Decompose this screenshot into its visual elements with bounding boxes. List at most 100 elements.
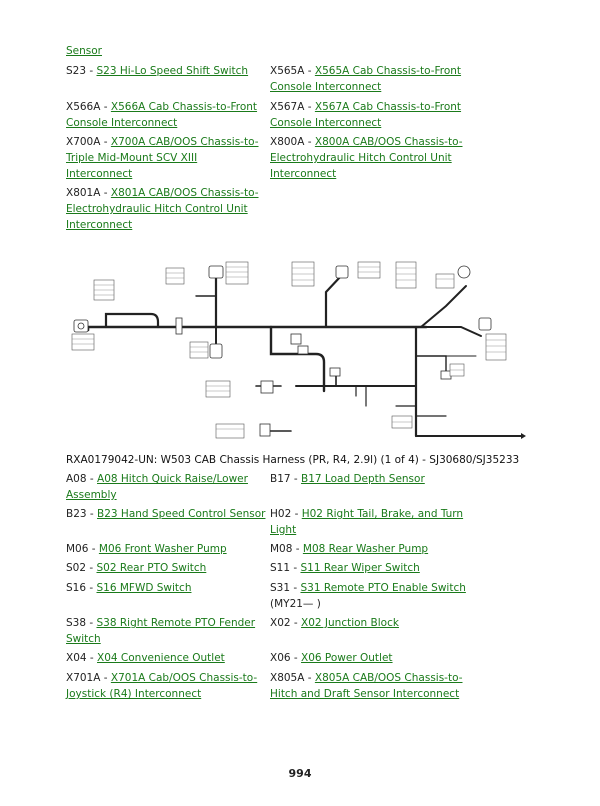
connector-icon (208, 265, 224, 279)
pin-table (93, 279, 115, 301)
entry-link[interactable]: X801A CAB/OOS Chassis-to-Electrohydrauli… (66, 187, 259, 231)
entry-h02: H02 - H02 Right Tail, Brake, and Turn Li… (270, 506, 470, 538)
entry-link[interactable]: H02 Right Tail, Brake, and Turn Light (270, 508, 464, 536)
entry-link[interactable]: M08 Rear Washer Pump (302, 543, 429, 555)
pin-tables (71, 261, 507, 439)
page-number: 994 (288, 767, 312, 780)
connector-icon (175, 317, 183, 335)
entry-b23: B23 - B23 Hand Speed Control Sensor (66, 506, 266, 522)
connector-icon (297, 345, 309, 355)
pin-table (485, 333, 507, 361)
entry-code: X565A - (270, 65, 315, 77)
connector-icon (77, 322, 85, 330)
entry-x800a: X800A - X800A CAB/OOS Chassis-to-Electro… (270, 134, 470, 182)
entry-code: X701A - (66, 672, 111, 684)
entry-code: S16 - (66, 582, 97, 594)
entry-link[interactable]: Sensor (66, 45, 102, 57)
entry-link[interactable]: M06 Front Washer Pump (98, 543, 227, 555)
entry-code: X567A - (270, 101, 315, 113)
pin-table (205, 380, 231, 398)
entry-suffix: (MY21— ) (270, 598, 321, 610)
connector-icon (440, 370, 452, 380)
pin-table (225, 261, 249, 285)
connector-icon (335, 265, 349, 279)
entry-link[interactable]: B23 Hand Speed Control Sensor (97, 508, 266, 520)
entry-code: M08 - (270, 543, 303, 555)
entry-m06: M06 - M06 Front Washer Pump (66, 541, 266, 557)
entry-x04: X04 - X04 Convenience Outlet (66, 650, 266, 666)
pin-table (71, 333, 95, 351)
entry-x567a: X567A - X567A Cab Chassis-to-Front Conso… (270, 99, 470, 131)
entry-code: X566A - (66, 101, 111, 113)
entry-code: X805A - (270, 672, 315, 684)
entry-link[interactable]: X700A CAB/OOS Chassis-to-Triple Mid-Moun… (66, 136, 259, 180)
entry-code: X801A - (66, 187, 111, 199)
entry-link[interactable]: X566A Cab Chassis-to-Front Console Inter… (66, 101, 258, 129)
entry-link[interactable]: X04 Convenience Outlet (97, 652, 225, 664)
entry-x02: X02 - X02 Junction Block (270, 615, 470, 631)
entry-x805a: X805A - X805A CAB/OOS Chassis-to-Hitch a… (270, 670, 470, 702)
entry-code: S02 - (66, 562, 97, 574)
connector-group (73, 265, 492, 437)
connector-icon (209, 343, 223, 359)
entry-code: B23 - (66, 508, 98, 520)
entry-b17: B17 - B17 Load Depth Sensor (270, 471, 470, 487)
entry-link[interactable]: X567A Cab Chassis-to-Front Console Inter… (270, 101, 462, 129)
entry-link[interactable]: S16 MFWD Switch (96, 582, 192, 594)
entry-s11: S11 - S11 Rear Wiper Switch (270, 560, 470, 576)
pin-table (189, 341, 209, 359)
connector-icon (290, 333, 302, 345)
entry-link[interactable]: S02 Rear PTO Switch (96, 562, 207, 574)
pin-table (449, 363, 465, 377)
connector-icon (478, 317, 492, 331)
entry-x565a: X565A - X565A Cab Chassis-to-Front Conso… (270, 63, 470, 95)
entry-link[interactable]: S23 Hi-Lo Speed Shift Switch (96, 65, 249, 77)
entry-code: X700A - (66, 136, 111, 148)
connector-icon (259, 423, 271, 437)
entry-code: H02 - (270, 508, 302, 520)
entry-a08: A08 - A08 Hitch Quick Raise/Lower Assemb… (66, 471, 266, 503)
pin-table (165, 267, 185, 285)
entry-link[interactable]: X565A Cab Chassis-to-Front Console Inter… (270, 65, 462, 93)
entry-link[interactable]: S38 Right Remote PTO Fender Switch (66, 617, 256, 645)
entry-x700a: X700A - X700A CAB/OOS Chassis-to-Triple … (66, 134, 262, 182)
entry-code: B17 - (270, 473, 302, 485)
entry-link[interactable]: X701A Cab/OOS Chassis-to-Joystick (R4) I… (66, 672, 258, 700)
entry-code: S11 - (270, 562, 301, 574)
entry-code: X02 - (270, 617, 302, 629)
pin-table (215, 423, 245, 439)
entry-x701a: X701A - X701A Cab/OOS Chassis-to-Joystic… (66, 670, 262, 702)
entry-s02: S02 - S02 Rear PTO Switch (66, 560, 266, 576)
connector-icon (329, 367, 341, 377)
entry-link[interactable]: S31 Remote PTO Enable Switch (300, 582, 466, 594)
entry-m08: M08 - M08 Rear Washer Pump (270, 541, 470, 557)
entry-link[interactable]: X02 Junction Block (301, 617, 399, 629)
entry-link[interactable]: X800A CAB/OOS Chassis-to-Electrohydrauli… (270, 136, 463, 180)
pin-table (395, 261, 417, 289)
entry-link[interactable]: X805A CAB/OOS Chassis-to-Hitch and Draft… (270, 672, 463, 700)
entry-code: A08 - (66, 473, 98, 485)
entry-code: S31 - (270, 582, 301, 594)
entry-code: S23 - (66, 65, 97, 77)
entry-code: X800A - (270, 136, 315, 148)
entry-link[interactable]: X06 Power Outlet (301, 652, 393, 664)
entry-s23: S23 - S23 Hi-Lo Speed Shift Switch (66, 63, 266, 79)
entry-link[interactable]: S11 Rear Wiper Switch (300, 562, 420, 574)
entry-x566a: X566A - X566A Cab Chassis-to-Front Conso… (66, 99, 266, 131)
entry-code: X04 - (66, 652, 98, 664)
entry-code: X06 - (270, 652, 302, 664)
connector-icon (457, 265, 471, 279)
entry-link[interactable]: A08 Hitch Quick Raise/Lower Assembly (66, 473, 248, 501)
wire-trunks (86, 274, 522, 438)
pin-table (291, 261, 315, 287)
entry-s16: S16 - S16 MFWD Switch (66, 580, 266, 596)
connector-icon (260, 380, 274, 394)
entry-sensor: Sensor (66, 43, 266, 59)
entry-code: S38 - (66, 617, 97, 629)
entry-x06: X06 - X06 Power Outlet (270, 650, 470, 666)
figure-caption: RXA0179042-UN: W503 CAB Chassis Harness … (66, 454, 520, 466)
entry-link[interactable]: B17 Load Depth Sensor (301, 473, 425, 485)
pin-table (391, 415, 413, 429)
entry-x801a: X801A - X801A CAB/OOS Chassis-to-Electro… (66, 185, 266, 233)
entry-code: M06 - (66, 543, 99, 555)
